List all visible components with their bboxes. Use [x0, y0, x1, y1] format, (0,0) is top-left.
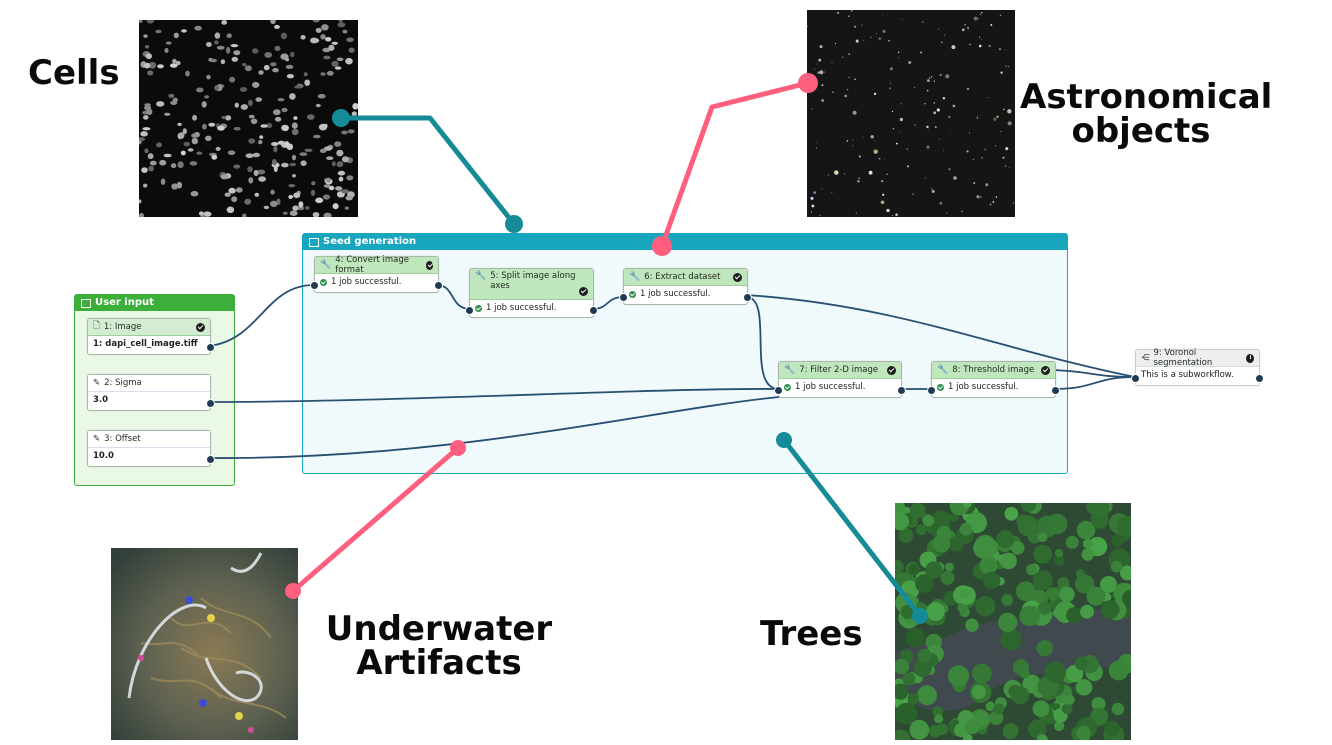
ok-icon [1041, 365, 1050, 375]
label-astronomical-objects: Astronomical objects [1020, 77, 1273, 151]
astronomical-image [807, 10, 1015, 217]
edge-extract-to-filter [745, 296, 780, 390]
success-icon [784, 383, 791, 391]
success-icon [475, 304, 482, 312]
seed-generation-header[interactable]: Seed generation [303, 234, 1067, 250]
wrench-icon: 🔧 [784, 365, 796, 375]
input-port[interactable] [619, 293, 628, 302]
edge-threshold-head-to-voronoi [1053, 369, 1136, 378]
connector-astronomical [659, 80, 811, 249]
step-title: 5: Split image along axes [490, 271, 576, 291]
connector-cells [338, 115, 517, 227]
label-cells: Cells [28, 53, 120, 93]
ok-icon [733, 272, 742, 282]
step-title: 8: Threshold image [952, 365, 1035, 375]
group-icon [81, 298, 91, 308]
input-value: 1: dapi_cell_image.tiff [93, 339, 198, 349]
wrench-icon: 🔧 [629, 272, 641, 282]
output-port[interactable] [589, 306, 598, 315]
input-node-sigma[interactable]: ✎2: Sigma 3.0 [87, 374, 215, 411]
subworkflow-node-voronoi-segmentation[interactable]: ⋲9: Voronoi segmentation This is a subwo… [1131, 348, 1264, 386]
input-node-image[interactable]: 🗋1: Image 1: dapi_cell_image.tiff [87, 318, 215, 355]
success-icon [320, 278, 327, 286]
step-title: 6: Extract dataset [644, 272, 721, 282]
input-value: 3.0 [93, 395, 109, 405]
ok-icon [196, 322, 205, 332]
connector-trees-start [776, 432, 792, 448]
input-port[interactable] [774, 386, 783, 395]
input-value: 10.0 [93, 451, 114, 461]
connector-cells-end [505, 215, 523, 233]
output-port[interactable] [897, 386, 906, 395]
input-title: 3: Offset [104, 434, 141, 444]
wrench-icon: 🔧 [475, 271, 487, 281]
step-node-split-image-along-axes[interactable]: 🔧5: Split image along axes 1 job success… [465, 268, 598, 318]
output-port[interactable] [206, 343, 215, 352]
cells-microscopy-image [139, 20, 358, 217]
output-port[interactable] [1051, 386, 1060, 395]
label-underwater-artifacts: Underwater Artifacts [325, 609, 553, 683]
subworkflow-title: 9: Voronoi segmentation [1153, 348, 1213, 368]
edge-image-to-convert [208, 284, 315, 347]
step-status: 1 job successful. [640, 289, 711, 299]
seed-generation-title: Seed generation [323, 236, 417, 247]
step-node-threshold-image[interactable]: 🔧8: Threshold image 1 job successful. [927, 361, 1060, 398]
ok-icon [579, 287, 588, 296]
step-status: 1 job successful. [486, 303, 557, 313]
input-title: 2: Sigma [104, 378, 142, 388]
step-title: 7: Filter 2-D image [799, 365, 879, 375]
step-node-extract-dataset[interactable]: 🔧6: Extract dataset 1 job successful. [619, 268, 752, 305]
wrench-icon: 🔧 [320, 260, 332, 270]
connector-trees-end [912, 608, 928, 624]
user-input-header[interactable]: User input [75, 295, 234, 311]
edge-extract-to-voronoi [745, 294, 1136, 378]
input-node-offset[interactable]: ✎3: Offset 10.0 [87, 430, 215, 467]
user-input-title: User input [95, 297, 154, 308]
step-status: 1 job successful. [948, 382, 1019, 392]
connector-underwater [290, 445, 461, 594]
ok-icon [425, 260, 433, 270]
pencil-icon: ✎ [93, 434, 101, 444]
step-status: 1 job successful. [331, 277, 402, 287]
step-title: 4: Convert image format [335, 255, 409, 275]
subworkflow-icon: ⋲ [1141, 353, 1150, 363]
group-icon [309, 237, 319, 247]
subworkflow-text: This is a subworkflow. [1141, 370, 1234, 380]
connector-cells-start [332, 109, 350, 127]
connector-trees [781, 437, 923, 619]
input-port[interactable] [310, 281, 319, 290]
label-trees: Trees [760, 614, 863, 654]
file-icon: 🗋 [93, 321, 100, 331]
edge-sigma-to-filter [208, 388, 780, 403]
input-port[interactable] [927, 386, 936, 395]
underwater-image [111, 548, 298, 740]
pencil-icon: ✎ [93, 378, 101, 388]
edge-offset-to-filter [208, 396, 780, 459]
clock-icon [1246, 353, 1254, 363]
connector-astronomical-start [798, 73, 818, 93]
step-node-filter-2d-image[interactable]: 🔧7: Filter 2-D image 1 job successful. [774, 361, 906, 398]
connector-underwater-end [285, 583, 301, 599]
output-port[interactable] [206, 455, 215, 464]
success-icon [937, 383, 944, 391]
input-port[interactable] [465, 306, 474, 315]
trees-aerial-image [895, 503, 1131, 740]
input-port[interactable] [1131, 374, 1140, 383]
output-port[interactable] [743, 293, 752, 302]
output-port[interactable] [1255, 374, 1264, 383]
step-status: 1 job successful. [795, 382, 866, 392]
output-port[interactable] [206, 399, 215, 408]
output-port[interactable] [434, 281, 443, 290]
connector-underwater-start [450, 440, 466, 456]
step-node-convert-image-format[interactable]: 🔧4: Convert image format 1 job successfu… [310, 255, 443, 293]
connector-astronomical-end [652, 236, 672, 256]
ok-icon [887, 365, 896, 375]
input-title: 1: Image [103, 322, 142, 332]
success-icon [629, 290, 636, 298]
wrench-icon: 🔧 [937, 365, 949, 375]
